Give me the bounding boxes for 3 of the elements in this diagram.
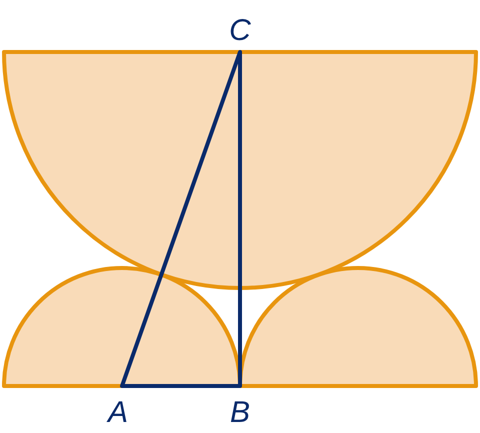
vertex-label: C [229,16,251,46]
vertex-label: A [108,398,128,428]
vertex-label: B [230,398,250,428]
